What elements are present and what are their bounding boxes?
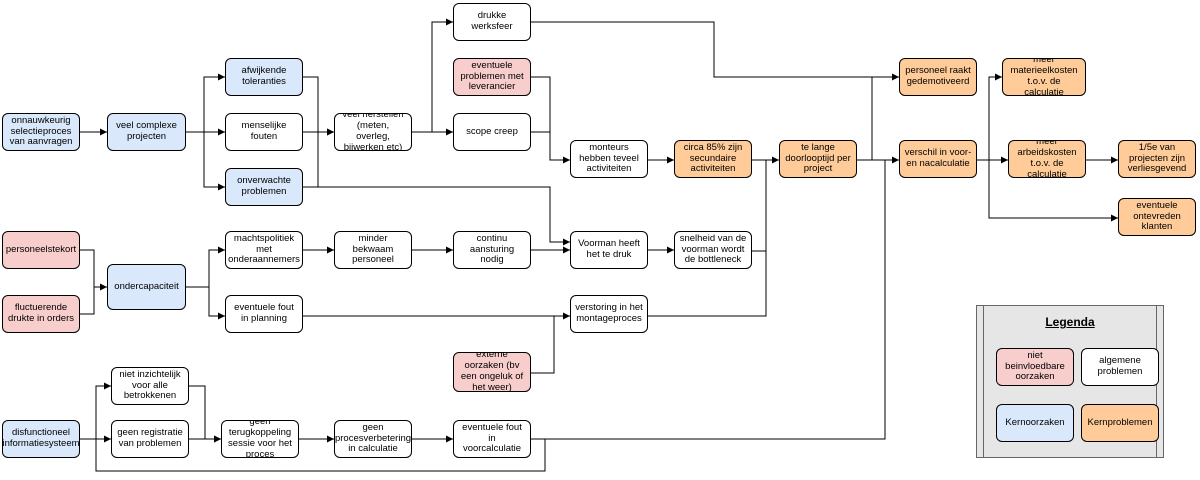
- node-problemen-leverancier[interactable]: eventuele problemen met leverancier: [453, 58, 531, 96]
- node-te-lange-doorlooptijd[interactable]: te lange doorlooptijd per project: [779, 140, 857, 178]
- edge-afwijkend-herstellen: [303, 76, 334, 136]
- node-veel-complexe-projecten[interactable]: veel complexe projecten: [107, 113, 186, 151]
- legend-algemene-problemen: algemene problemen: [1081, 348, 1159, 386]
- node-meer-arbeidskosten[interactable]: meer arbeidskosten t.o.v. de calculatie: [1008, 140, 1086, 178]
- edge-disfunctioneel-voorcalculatie: [95, 439, 546, 472]
- legend: Legenda niet beinvloedbare oorzaken alge…: [976, 305, 1164, 458]
- edge-onverwacht-herstellen: [303, 132, 319, 188]
- node-machtspolitiek[interactable]: machtspolitiek met onderaannemers: [225, 231, 303, 269]
- edge-snelheid-doorlooptijd: [752, 160, 767, 252]
- node-veel-herstellen[interactable]: veel herstellen (meten, overleg, bijwerk…: [334, 113, 412, 151]
- node-disfunctioneel-informatiesysteem[interactable]: disfunctioneel informatiesysteem: [2, 420, 80, 458]
- legend-left-rail: [983, 306, 984, 457]
- node-ondercapaciteit[interactable]: ondercapaciteit: [107, 264, 186, 310]
- edge-inzichtelijk-terugkoppeling: [189, 385, 221, 443]
- edge-complex-afwijkend: [186, 73, 225, 133]
- legend-niet-beinvloedbare-oorzaken: niet beinvloedbare oorzaken: [996, 348, 1074, 386]
- node-snelheid-voorman[interactable]: snelheid van de voorman wordt de bottlen…: [674, 231, 752, 269]
- edge-verstoring-doorlooptijd: [648, 251, 767, 317]
- edge-extern-verstoring: [531, 316, 555, 374]
- edge-leverancier-monteurs: [531, 76, 570, 164]
- node-personeelstekort[interactable]: personeelstekort: [2, 231, 80, 269]
- node-monteurs-teveel-activiteiten[interactable]: monteurs hebben teveel activiteiten: [570, 140, 648, 178]
- node-onverwachte-problemen[interactable]: onverwachte problemen: [225, 168, 303, 206]
- node-geen-registratie[interactable]: geen registratie van problemen: [111, 420, 189, 458]
- node-onnauwkeurig-selectieproces[interactable]: onnauwkeurig selectieproces van aanvrage…: [2, 113, 80, 151]
- edge-voorcalculatie-verschil: [531, 160, 886, 440]
- node-meer-materieelkosten[interactable]: meer materieelkosten t.o.v. de calculati…: [1002, 58, 1086, 96]
- node-fout-in-voorcalculatie[interactable]: eventuele fout in voorcalculatie: [453, 420, 531, 458]
- node-voorman-te-druk[interactable]: Voorman heeft het te druk: [570, 231, 648, 269]
- node-geen-procesverbetering[interactable]: geen procesverbetering in calculatie: [334, 420, 412, 458]
- node-verliesgevende-projecten[interactable]: 1/5e van projecten zijn verliesgevend: [1118, 140, 1196, 178]
- edge-onverwacht-voorman: [303, 186, 570, 246]
- node-scope-creep[interactable]: scope creep: [453, 113, 531, 151]
- edge-herstellen-drukke: [412, 18, 453, 133]
- edge-verschil-ontevreden: [988, 160, 1118, 222]
- edge-complex-onverwacht: [203, 132, 225, 191]
- node-verschil-voor-nacalculatie[interactable]: verschil in voor- en nacalculatie: [899, 140, 977, 178]
- legend-kernoorzaken: Kernoorzaken: [996, 404, 1074, 442]
- node-fout-in-planning[interactable]: eventuele fout in planning: [225, 295, 303, 333]
- edge-drukke-gedemotiveerd: [531, 21, 899, 81]
- edge-tekort-ondercapaciteit: [80, 249, 107, 291]
- node-geen-terugkoppeling[interactable]: geen terugkoppeling sessie voor het proc…: [221, 420, 299, 458]
- edge-verschil-materieel: [977, 73, 1002, 161]
- node-ontevreden-klanten[interactable]: eventuele ontevreden klanten: [1118, 198, 1196, 236]
- node-externe-oorzaken[interactable]: externe oorzaken (bv een ongeluk of het …: [453, 352, 531, 392]
- edge-ondercapaciteit-planningfout: [208, 287, 225, 320]
- node-continu-aansturing[interactable]: continu aansturing nodig: [453, 231, 531, 269]
- legend-kernproblemen: Kernproblemen: [1081, 404, 1159, 442]
- node-menselijke-fouten[interactable]: menselijke fouten: [225, 113, 303, 151]
- node-fluctuerende-drukte[interactable]: fluctuerende drukte in orders: [2, 295, 80, 333]
- node-verstoring-montageproces[interactable]: verstoring in het montageproces: [570, 295, 648, 333]
- node-minder-bekwaam-personeel[interactable]: minder bekwaam personeel: [334, 231, 412, 269]
- edge-ondercapaciteit-machtspolitiek: [186, 246, 225, 288]
- edge-fluctuerend-ondercapaciteit: [80, 287, 95, 315]
- node-niet-inzichtelijk[interactable]: niet inzichtelijk voor alle betrokkenen: [111, 367, 189, 405]
- node-drukke-werksfeer[interactable]: drukke werksfeer: [453, 3, 531, 41]
- node-afwijkende-toleranties[interactable]: afwijkende toleranties: [225, 58, 303, 96]
- node-secundaire-activiteiten[interactable]: circa 85% zijn secundaire activiteiten: [674, 140, 752, 178]
- legend-title: Legenda: [1045, 315, 1095, 329]
- edge-disfunctioneel-inzichtelijk: [95, 382, 111, 439]
- node-personeel-gedemotiveerd[interactable]: personeel raakt gedemotiveerd: [899, 58, 977, 96]
